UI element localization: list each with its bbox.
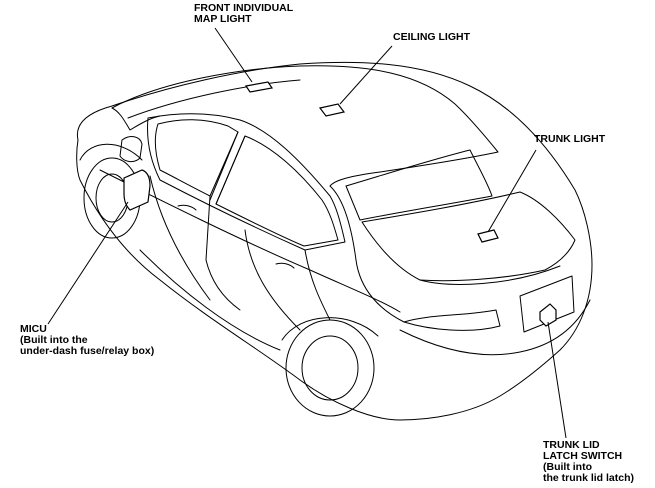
- b-pillar: [209, 131, 246, 205]
- leader-ceiling: [339, 45, 393, 105]
- door-handle-front: [177, 204, 197, 211]
- rear-door: [244, 229, 331, 331]
- micu-label-line3: under-dash fuse/relay box): [20, 345, 155, 357]
- ceiling-light-component: [318, 103, 346, 117]
- trunk-light-label: TRUNK LIGHT: [534, 134, 605, 145]
- rear-window: [215, 135, 339, 247]
- tail-light: [403, 309, 501, 331]
- rear-quarter-line: [329, 185, 405, 323]
- leader-micu: [47, 201, 129, 325]
- front-wheel-arch: [79, 143, 143, 161]
- leader-trunk-lid: [547, 321, 567, 439]
- rear-wheel-arch: [281, 317, 379, 341]
- license-plate-area: [519, 275, 575, 333]
- micu-label: MICU (Built into the under-dash fuse/rel…: [20, 324, 154, 357]
- ceiling-light-label-line1: CEILING LIGHT: [393, 31, 470, 43]
- front-door: [149, 175, 241, 311]
- rear-wheel-hub: [301, 335, 359, 401]
- front-map-light-label: FRONT INDIVIDUAL MAP LIGHT: [194, 3, 293, 25]
- roof-inner-line: [127, 79, 301, 119]
- rocker-line: [139, 249, 281, 351]
- rear-glass: [345, 149, 493, 221]
- side-mirror: [119, 136, 143, 163]
- trunk-lid-label-line4: the trunk lid latch): [543, 472, 635, 484]
- front-window: [154, 119, 239, 197]
- car-body-outline: [76, 61, 593, 421]
- door-handle-rear: [275, 262, 295, 269]
- micu-label-line2: (Built into the: [20, 334, 88, 346]
- trunk-lid: [361, 191, 576, 282]
- front-map-light-label-line2: MAP LIGHT: [194, 13, 252, 25]
- car-roof: [111, 65, 499, 187]
- trunk-lid-latch-switch-component: [539, 303, 557, 327]
- trunk-lid-label-line3: (Built into: [543, 461, 592, 473]
- trunk-lid-latch-switch-label: TRUNK LID LATCH SWITCH (Built into the t…: [543, 440, 634, 484]
- rear-bumper: [399, 299, 591, 356]
- rear-wheel: [285, 319, 375, 417]
- trunk-lid-label-line2: LATCH SWITCH: [543, 450, 623, 462]
- front-map-light-component: [244, 81, 274, 93]
- front-map-light-label-line1: FRONT INDIVIDUAL: [194, 2, 294, 14]
- ceiling-light-label: CEILING LIGHT: [393, 32, 470, 43]
- micu-label-line1: MICU: [20, 323, 47, 335]
- side-window-frame: [147, 113, 346, 251]
- leader-front-map: [214, 27, 253, 83]
- trunk-lid-edge: [419, 265, 561, 285]
- trunk-light-label-line1: TRUNK LIGHT: [534, 133, 606, 145]
- micu-component: [123, 169, 151, 211]
- leader-trunk: [487, 149, 537, 233]
- trunk-lid-label-line1: TRUNK LID: [543, 439, 600, 451]
- windshield: [111, 107, 161, 131]
